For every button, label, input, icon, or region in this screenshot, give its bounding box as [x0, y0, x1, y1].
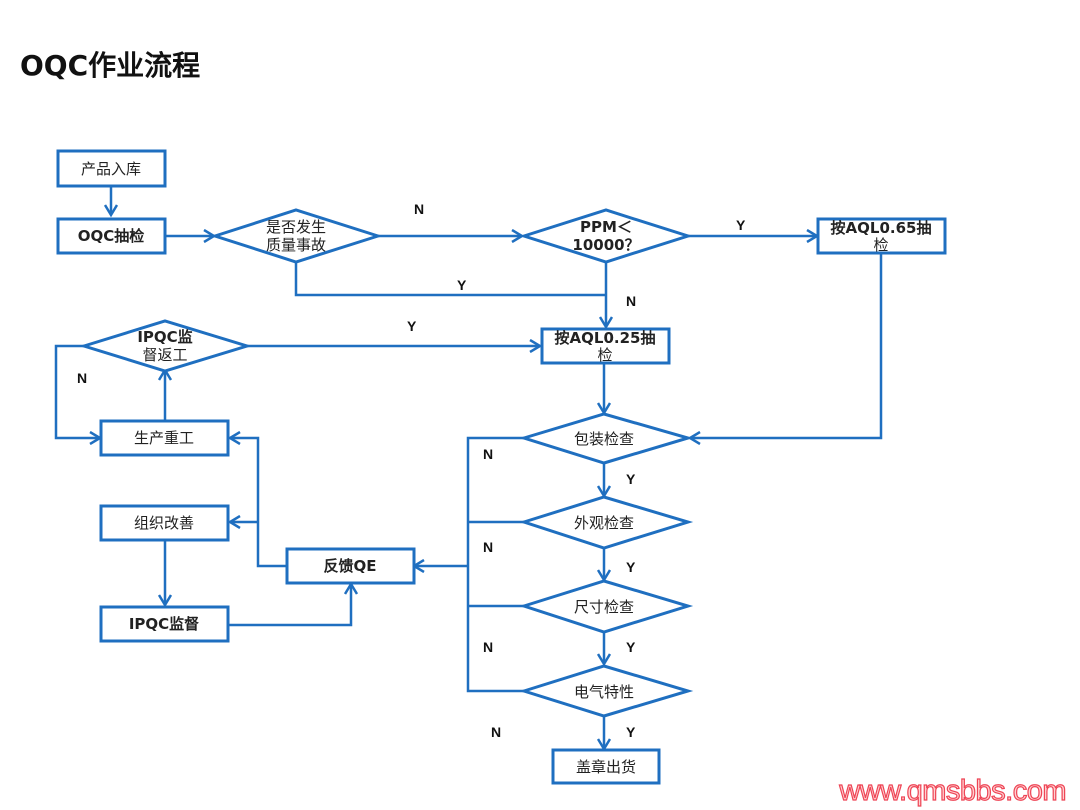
label-pack-n: N: [483, 446, 493, 462]
node-label: 尺寸检查: [574, 598, 634, 616]
node-ipqc-supervise: IPQC监督: [99, 605, 230, 643]
edges: [54, 186, 883, 749]
label-elec-n: N: [491, 724, 501, 740]
label-ipqc-y: Y: [407, 318, 417, 334]
edge-aql065-to-packaging: [690, 253, 883, 438]
edge-feedback-to-rework: [230, 438, 288, 568]
node-label: 盖章出货: [576, 758, 636, 776]
node-label: 按AQL0.65抽: [831, 219, 932, 237]
node-label: 检: [597, 346, 612, 364]
node-label: 电气特性: [574, 683, 634, 701]
node-product-storage: 产品入库: [56, 149, 167, 188]
page-title: OQC作业流程: [20, 49, 201, 82]
node-label: 是否发生: [266, 218, 326, 236]
node-label: 10000？: [572, 236, 639, 254]
label-incident-n: N: [414, 201, 424, 217]
node-production-rework: 生产重工: [99, 419, 230, 457]
node-label: 包装检查: [574, 430, 634, 448]
node-label: 反馈QE: [324, 557, 377, 575]
node-label: OQC抽检: [78, 227, 145, 245]
node-label: PPM＜: [580, 218, 632, 236]
node-ppm-check: PPM＜ 10000？: [519, 208, 693, 264]
node-electrical-check: 电气特性: [518, 664, 694, 718]
node-oqc-sampling: OQC抽检: [56, 217, 167, 255]
label-incident-y: Y: [457, 277, 467, 293]
node-appearance-check: 外观检查: [519, 495, 694, 550]
node-stamp-ship: 盖章出货: [551, 748, 661, 785]
node-label: 组织改善: [134, 514, 194, 532]
edge-incident-y-to-aql025: [294, 262, 606, 297]
edge-ipqc-supervise-to-feedback: [229, 584, 351, 627]
edge-n-bus: [466, 436, 524, 693]
node-label: 生产重工: [134, 429, 194, 447]
label-elec-y: Y: [626, 724, 636, 740]
node-label: 按AQL0.25抽: [555, 329, 656, 347]
node-label: IPQC监督: [129, 615, 199, 633]
label-appear-y: Y: [626, 559, 636, 575]
node-label: 产品入库: [81, 160, 141, 178]
node-dimension-check: 尺寸检查: [519, 579, 694, 634]
node-label: 督返工: [142, 346, 187, 364]
label-pack-y: Y: [626, 471, 636, 487]
node-ipqc-rework: IPQC监 督返工: [78, 319, 253, 373]
label-dim-y: Y: [626, 639, 636, 655]
node-feedback-qe: 反馈QE: [285, 547, 416, 585]
node-aql065: 按AQL0.65抽 检: [816, 217, 947, 255]
label-appear-n: N: [483, 539, 493, 555]
node-quality-incident: 是否发生 质量事故: [210, 208, 383, 264]
label-ppm-n: N: [626, 293, 636, 309]
label-dim-n: N: [483, 639, 493, 655]
label-ipqc-n: N: [77, 370, 87, 386]
node-label: IPQC监: [137, 328, 192, 346]
watermark: www.qmsbbs.com: [839, 774, 1067, 807]
edge-labels: N Y Y N Y N N Y N Y N Y N Y: [77, 201, 746, 740]
node-packaging-check: 包装检查: [518, 412, 694, 465]
node-label: 检: [873, 236, 888, 254]
node-label: 质量事故: [266, 236, 326, 254]
node-label: 外观检查: [574, 514, 634, 532]
edge-ipqc-n-to-rework: [54, 344, 100, 438]
node-organize-improve: 组织改善: [99, 504, 230, 542]
label-ppm-y: Y: [736, 217, 746, 233]
node-aql025: 按AQL0.25抽 检: [540, 327, 671, 365]
